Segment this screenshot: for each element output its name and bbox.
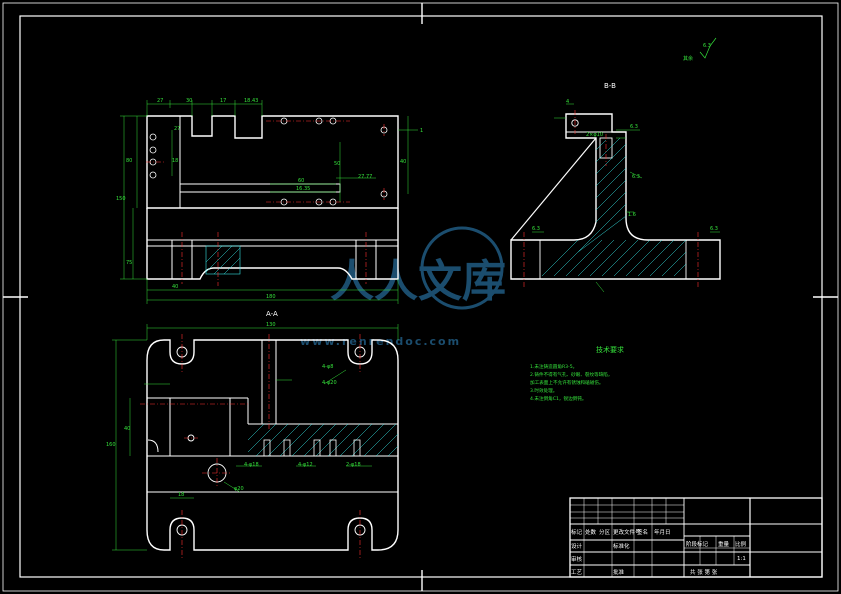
tb-scale-label: 比例 xyxy=(735,540,747,548)
dim-front-inner-2: 16.35 xyxy=(296,186,310,192)
roughness-value: 6.3 xyxy=(703,43,711,49)
note-line-4: 3.时效处理。 xyxy=(530,387,557,394)
dim-aa-left-1: 160 xyxy=(106,442,116,448)
watermark-text: 人人文库 xyxy=(330,256,506,307)
tb-change-doc: 更改文件号 xyxy=(613,528,641,536)
front-outline xyxy=(146,115,399,209)
dim-front-bottom-1: 40 xyxy=(172,284,178,290)
front-base xyxy=(146,208,399,280)
dim-front-left-1: 150 xyxy=(116,196,126,202)
front-dimensions: 27 30 17 18.43 27 18 50 40 150 80 75 40 … xyxy=(116,98,423,300)
dim-front-top-2: 30 xyxy=(186,98,192,104)
title-block xyxy=(569,497,823,578)
dim-front-top-3: 17 xyxy=(220,98,226,104)
dim-front-right-4: 40 xyxy=(400,159,406,165)
note-line-2: 2.铸件不得有气孔、砂眼、裂纹等缺陷， xyxy=(530,371,612,378)
tb-zone: 分区 xyxy=(599,528,611,536)
section-bb-label: B-B xyxy=(604,82,616,90)
dim-front-left-3: 75 xyxy=(126,260,132,266)
dim-aa-left-3: 18 xyxy=(178,492,184,498)
section-bb: B-B xyxy=(510,82,721,293)
tb-design: 设计 xyxy=(571,542,583,550)
aa-dimensions: 130 160 40 18 4-φ8 4-φ20 4-φ18 4-φ12 2-φ… xyxy=(106,322,361,498)
dim-aa-hole-6: φ20 xyxy=(234,486,244,492)
front-view: 27 30 17 18.43 27 18 50 40 150 80 75 40 … xyxy=(116,98,423,304)
tb-standard: 标准化 xyxy=(613,542,630,550)
tb-process: 工艺 xyxy=(571,569,583,576)
note-line-1: 1.未注铸造圆角R3-5。 xyxy=(530,363,577,370)
aa-outline xyxy=(146,339,399,551)
tb-count: 处数 xyxy=(585,528,597,536)
dim-bb-4: 1.6 xyxy=(628,212,636,218)
technical-requirements: 技术要求 1.未注铸造圆角R3-5。 2.铸件不得有气孔、砂眼、裂纹等缺陷， 加… xyxy=(530,345,624,402)
dim-aa-top: 130 xyxy=(266,322,276,328)
tb-scale: 1:1 xyxy=(737,556,746,562)
dim-bb-5: 6.3 xyxy=(632,174,640,180)
dim-bb-3: 6.3 xyxy=(630,124,638,130)
tb-mark: 标记 xyxy=(571,528,583,536)
notes-title: 技术要求 xyxy=(596,345,624,354)
section-aa: A-A xyxy=(106,310,399,558)
dim-front-inner-3: 27.77 xyxy=(358,174,372,180)
bb-outline xyxy=(510,113,721,280)
roughness-note: 其余 6.3 xyxy=(683,37,717,62)
dim-aa-hole-3: 4-φ18 xyxy=(244,462,259,468)
dim-aa-hole-2: 4-φ20 xyxy=(322,380,337,386)
dim-front-right-3: 50 xyxy=(334,161,340,167)
dim-aa-hole-1: 4-φ8 xyxy=(322,364,333,370)
roughness-label: 其余 xyxy=(683,55,693,62)
dim-bb-2: 2×φ10 xyxy=(586,132,603,138)
dim-front-bottom-2: 180 xyxy=(266,294,276,300)
tb-sign: 签名 xyxy=(637,528,648,536)
note-line-5: 4.未注倒角C1，锐边倒钝。 xyxy=(530,395,586,402)
dim-aa-left-2: 40 xyxy=(124,426,130,432)
watermark: 人人文库 www.renrendoc.com xyxy=(300,226,506,348)
note-line-3: 加工表面上不允许有锈蚀和磕碰伤。 xyxy=(530,379,604,386)
dim-front-top-1: 27 xyxy=(157,98,163,104)
tb-stage: 阶段标记 xyxy=(686,540,709,548)
tb-sheets: 共 张 第 张 xyxy=(690,568,718,576)
dim-front-inner-1: 60 xyxy=(298,178,304,184)
dim-bb-7: 6.3 xyxy=(710,226,718,232)
tb-approve: 批准 xyxy=(613,568,625,576)
dim-bb-1: 4 xyxy=(566,99,569,105)
dim-front-top-4: 18.43 xyxy=(244,98,258,104)
title-block-text: 标记 处数 分区 更改文件号 签名 年月日 设计 标准化 审核 工艺 批准 阶段… xyxy=(571,528,747,576)
tb-review: 审核 xyxy=(571,555,583,563)
bb-dimensions: 4 2×φ10 6.3 1.6 6.3 6.3 6.3 xyxy=(532,99,718,232)
tb-date: 年月日 xyxy=(654,528,671,536)
dim-front-left-2: 80 xyxy=(126,158,132,164)
tb-weight: 重量 xyxy=(718,540,730,548)
section-aa-label: A-A xyxy=(266,310,278,318)
dim-front-inner-4: 1 xyxy=(420,128,423,134)
watermark-url: www.renrendoc.com xyxy=(300,335,461,348)
dim-bb-6: 6.3 xyxy=(532,226,540,232)
dim-aa-hole-5: 2-φ18 xyxy=(346,462,361,468)
dim-aa-hole-4: 4-φ12 xyxy=(298,462,313,468)
dim-front-right-1: 27 xyxy=(174,126,180,132)
dim-front-right-2: 18 xyxy=(172,158,178,164)
